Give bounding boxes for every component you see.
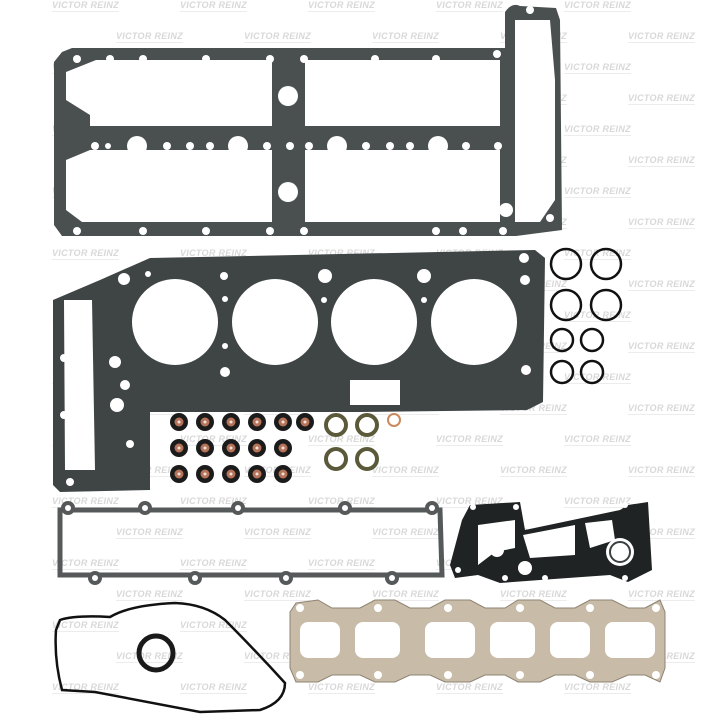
copper-washer: [387, 413, 401, 427]
watermark-text: VICTOR REINZ: [564, 310, 631, 322]
watermark-text: VICTOR REINZ: [308, 0, 375, 12]
watermark-text: VICTOR REINZ: [500, 465, 567, 477]
watermark-text: VICTOR REINZ: [436, 682, 503, 694]
watermark-text: VICTOR REINZ: [52, 682, 119, 694]
watermark-text: VICTOR REINZ: [628, 527, 695, 539]
watermark-text: VICTOR REINZ: [372, 527, 439, 539]
watermark-text: VICTOR REINZ: [564, 186, 631, 198]
crankshaft-seal-ring: [136, 633, 176, 673]
oil-filter-housing-gasket: [450, 502, 652, 583]
timing-cover-seal: [54, 601, 287, 714]
injector-seals: [324, 413, 379, 471]
watermark-text: VICTOR REINZ: [116, 651, 183, 663]
watermark-text: VICTOR REINZ: [308, 434, 375, 446]
watermark-text: VICTOR REINZ: [436, 0, 503, 12]
watermark-text: VICTOR REINZ: [564, 372, 631, 384]
watermark-text: VICTOR REINZ: [436, 434, 503, 446]
watermark-text: VICTOR REINZ: [372, 589, 439, 601]
watermark-text: VICTOR REINZ: [116, 527, 183, 539]
watermark-text: VICTOR REINZ: [628, 589, 695, 601]
watermark-text: VICTOR REINZ: [52, 558, 119, 570]
watermark-text: VICTOR REINZ: [564, 434, 631, 446]
watermark-text: VICTOR REINZ: [372, 465, 439, 477]
watermark-text: VICTOR REINZ: [244, 527, 311, 539]
watermark-text: VICTOR REINZ: [244, 31, 311, 43]
watermark-text: VICTOR REINZ: [116, 31, 183, 43]
watermark-text: VICTOR REINZ: [564, 124, 631, 136]
watermark-text: VICTOR REINZ: [52, 0, 119, 12]
watermark-text: VICTOR REINZ: [628, 217, 695, 229]
watermark-text: VICTOR REINZ: [52, 248, 119, 260]
watermark-text: VICTOR REINZ: [628, 93, 695, 105]
watermark-text: VICTOR REINZ: [564, 0, 631, 12]
intake-manifold-gasket: [57, 501, 445, 585]
watermark-text: VICTOR REINZ: [628, 465, 695, 477]
watermark-text: VICTOR REINZ: [564, 682, 631, 694]
watermark-text: VICTOR REINZ: [372, 31, 439, 43]
watermark-text: VICTOR REINZ: [308, 682, 375, 694]
watermark-text: VICTOR REINZ: [564, 62, 631, 74]
cylinder-head-gasket: [53, 250, 545, 492]
watermark-text: VICTOR REINZ: [180, 0, 247, 12]
watermark-text: VICTOR REINZ: [52, 620, 119, 632]
watermark-text: VICTOR REINZ: [244, 651, 311, 663]
watermark-text: VICTOR REINZ: [500, 403, 567, 415]
watermark-text: VICTOR REINZ: [628, 341, 695, 353]
valve-cover-gasket: [54, 4, 562, 236]
o-rings: [549, 247, 623, 385]
watermark-text: VICTOR REINZ: [308, 558, 375, 570]
watermark-text: VICTOR REINZ: [564, 496, 631, 508]
exhaust-manifold-gasket: [289, 599, 666, 683]
watermark-text: VICTOR REINZ: [628, 31, 695, 43]
watermark-text: VICTOR REINZ: [116, 589, 183, 601]
watermark-text: VICTOR REINZ: [628, 155, 695, 167]
valve-stem-seals: [170, 413, 314, 483]
watermark-text: VICTOR REINZ: [180, 682, 247, 694]
watermark-text: VICTOR REINZ: [180, 558, 247, 570]
watermark-text: VICTOR REINZ: [244, 589, 311, 601]
watermark-text: VICTOR REINZ: [180, 620, 247, 632]
watermark-text: VICTOR REINZ: [628, 279, 695, 291]
watermark-text: VICTOR REINZ: [628, 403, 695, 415]
